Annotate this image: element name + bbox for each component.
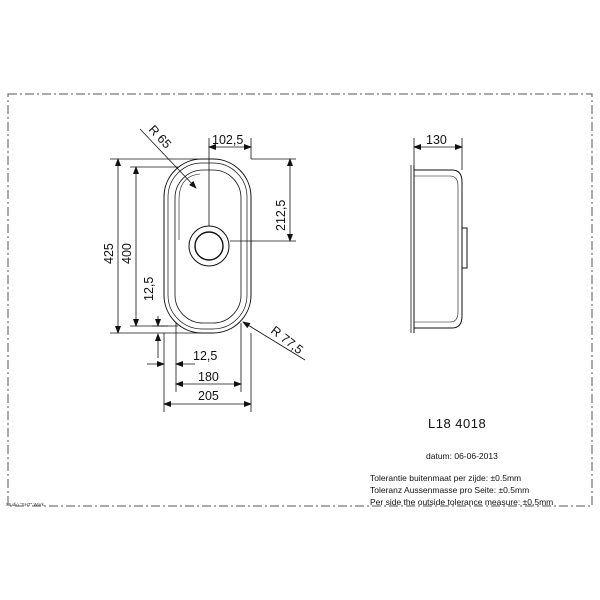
dim-drain-offset: 212,5 (274, 200, 288, 231)
dim-line-inner-width (175, 323, 242, 392)
dim-inner-width: 180 (198, 370, 219, 384)
dim-outer-height: 425 (102, 243, 116, 264)
drawing-frame (7, 93, 593, 507)
dim-line-outer-width (163, 333, 252, 412)
bowl-shadow (178, 173, 201, 240)
dim-flange-side: 12,5 (193, 349, 217, 363)
dim-line-heights (110, 158, 210, 334)
drain-inner (194, 231, 224, 261)
dim-line-flange-side (147, 323, 195, 412)
studio-stamp: Studio "SHT" Work (6, 502, 44, 507)
sink-side-view (410, 165, 468, 333)
dim-line-depth (413, 138, 463, 170)
side-drain (461, 227, 468, 269)
model-number: L18 4018 (428, 416, 487, 431)
sink-bowl (174, 169, 242, 324)
date-label: datum: 06-06-2013 (426, 451, 498, 461)
dim-radius-77: R 77,5 (268, 323, 306, 357)
dim-radius-65: R 65 (146, 122, 174, 151)
dim-line-flange-bottom (152, 316, 168, 358)
dim-top-width: 102,5 (212, 133, 243, 147)
sink-flange-inner (167, 162, 248, 330)
dim-flange-bottom: 12,5 (142, 277, 156, 301)
radius-77-leader (242, 321, 306, 361)
tolerance-note-de: Toleranz Aussenmasse pro Seite: ±0.5mm (370, 485, 530, 495)
dim-inner-height: 400 (120, 243, 134, 264)
side-body (414, 169, 463, 329)
dim-depth: 130 (426, 133, 447, 147)
sink-top-view (163, 158, 252, 334)
radius-65-leader (139, 128, 197, 189)
dim-line-top-width (208, 138, 252, 226)
dim-outer-width: 205 (198, 389, 219, 403)
tolerance-note-nl: Tolerantie buitenmaat per zijde: ±0.5mm (370, 473, 522, 483)
tolerance-note-en: Per side the outside tolerance measure: … (370, 497, 554, 507)
dim-line-drain-offset (230, 158, 296, 242)
